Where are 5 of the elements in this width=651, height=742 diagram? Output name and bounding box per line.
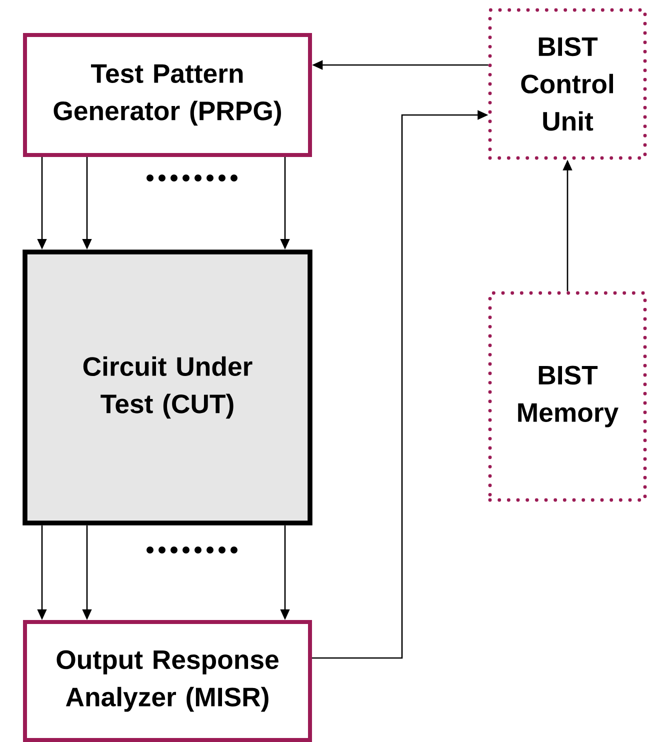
process-box: Output Response Analyzer (MISR) (23, 620, 312, 742)
control-box: BIST Control Unit (488, 8, 647, 160)
circuit-block: Circuit Under Test (CUT) (22, 250, 312, 526)
control-box: BIST Memory (488, 291, 647, 502)
process-box: Test Pattern Generator (PRPG) (23, 33, 312, 157)
